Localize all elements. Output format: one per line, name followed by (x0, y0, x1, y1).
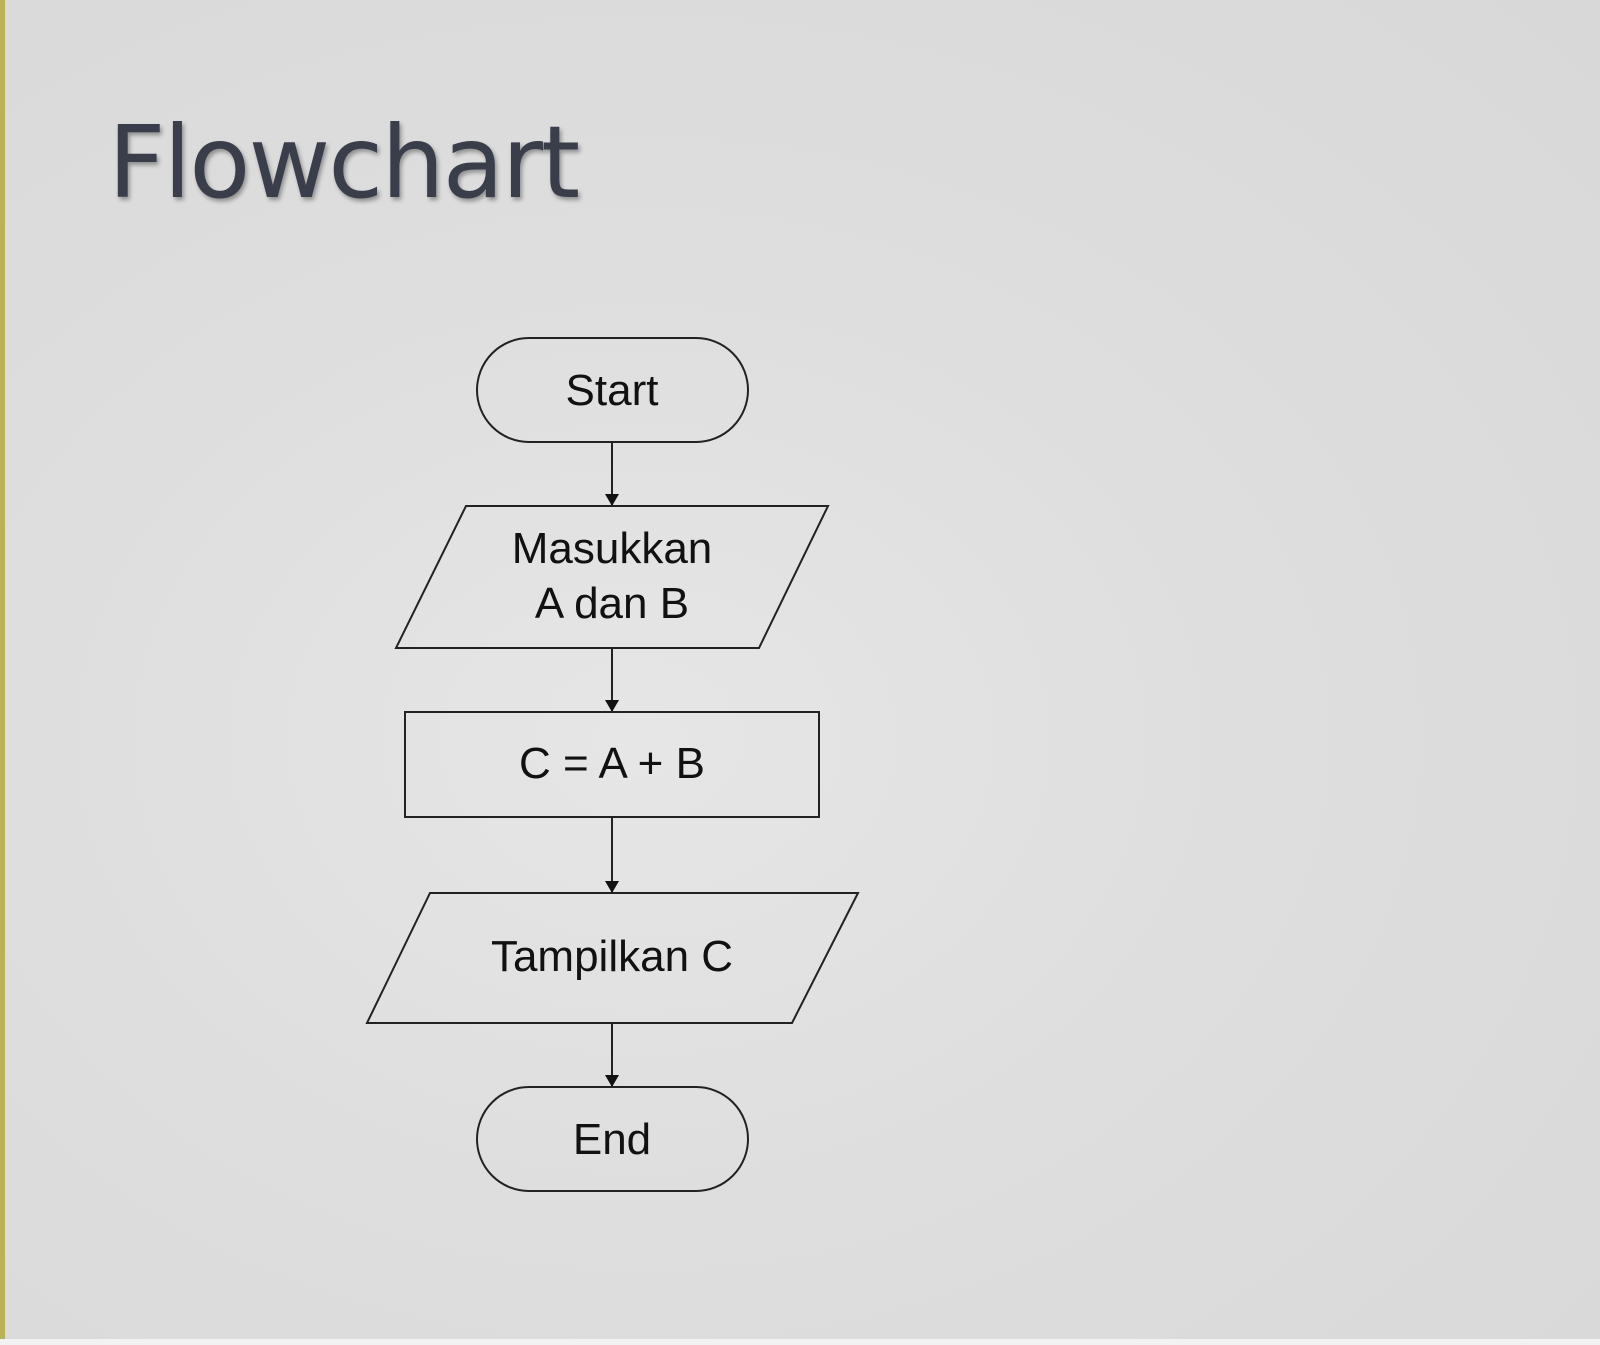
input-output-shape (365, 892, 860, 1024)
node-end-label: End (573, 1115, 651, 1164)
bottom-strip (0, 1339, 1600, 1345)
node-input-label-line-2: A dan B (535, 579, 689, 628)
terminator-shape (476, 337, 749, 443)
node-end: End (476, 1086, 749, 1192)
process-shape (404, 711, 820, 818)
node-start: Start (476, 337, 749, 443)
node-input-label-line-1: Masukkan (512, 524, 713, 573)
node-process-label: C = A + B (519, 739, 705, 788)
node-input: Masukkan A dan B (394, 505, 830, 649)
terminator-shape (476, 1086, 749, 1192)
node-process: C = A + B (404, 711, 820, 818)
slide-title: Flowchart (108, 104, 580, 221)
node-output: Tampilkan C (365, 892, 860, 1024)
node-start-label: Start (566, 366, 659, 415)
left-accent-bar (0, 0, 5, 1345)
input-output-shape (394, 505, 830, 649)
node-output-label: Tampilkan C (491, 932, 733, 981)
